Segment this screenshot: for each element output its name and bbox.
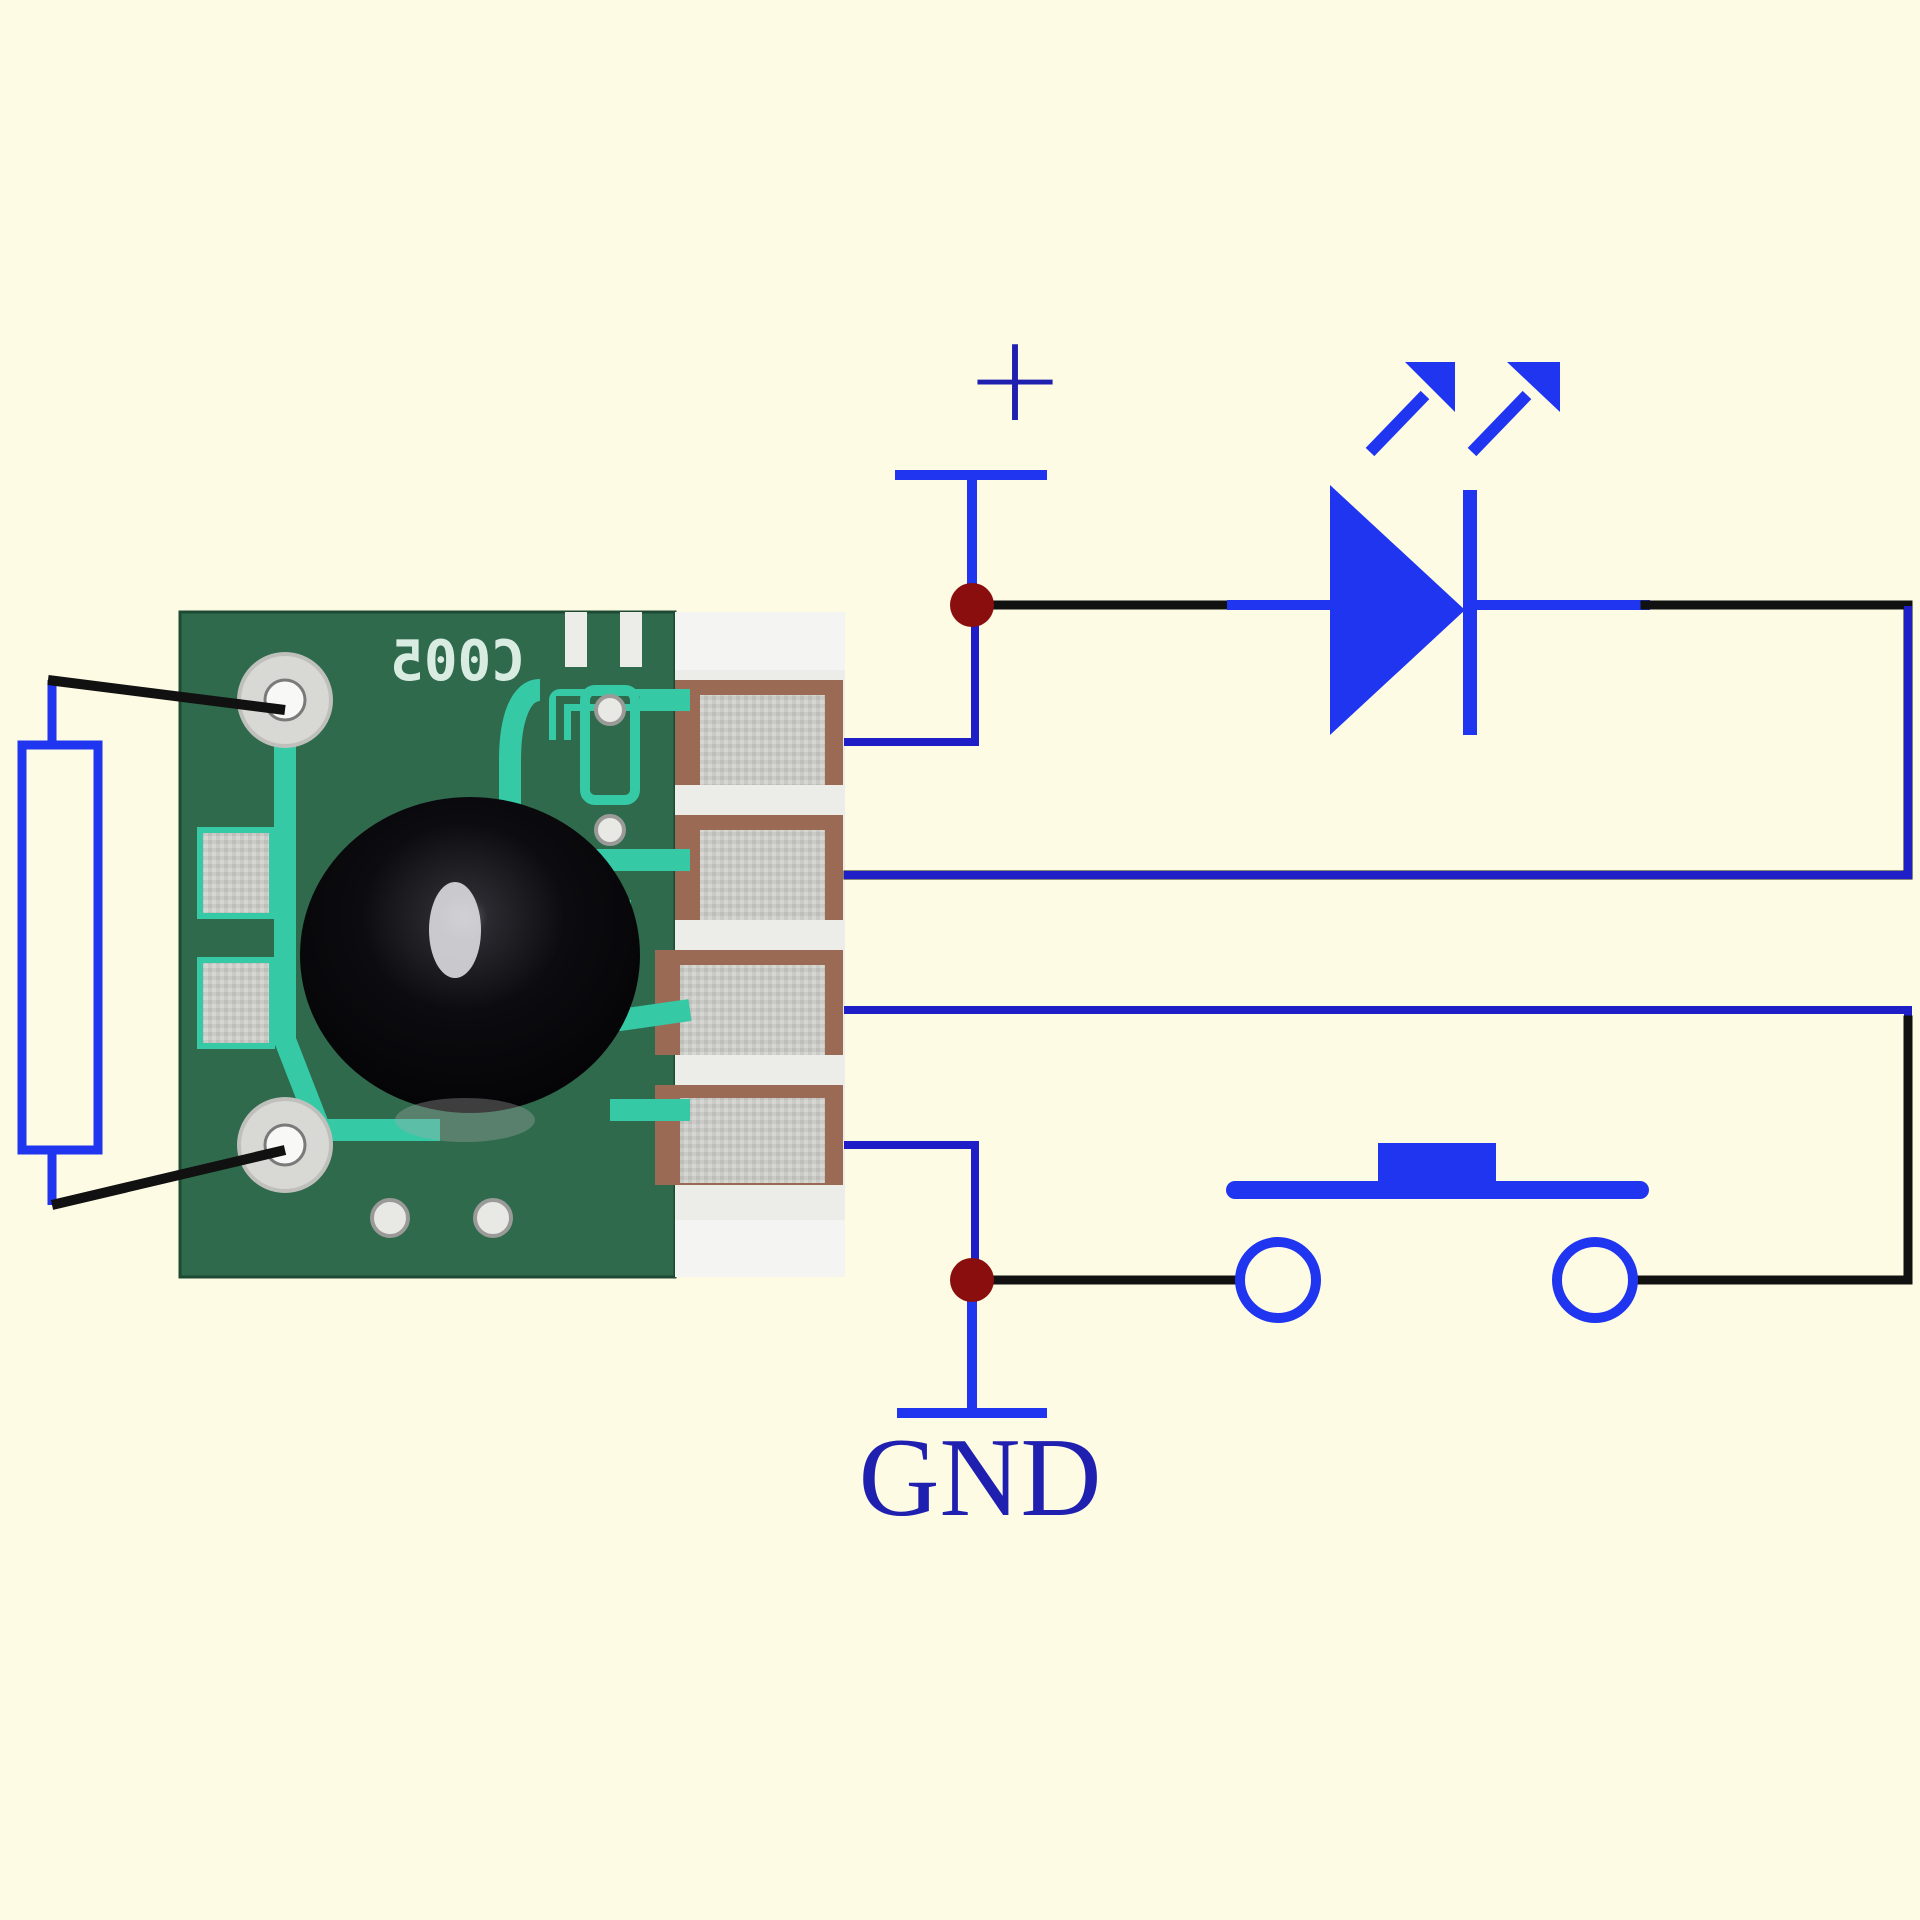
resistor-body <box>17 740 103 1155</box>
wire-vplus <box>844 601 979 746</box>
push-button-switch <box>1226 1143 1649 1323</box>
led <box>1330 362 1560 735</box>
switch-terminal-right <box>1552 1237 1638 1323</box>
timer-module-pcb: C005 <box>178 610 845 1279</box>
switch-terminal-left <box>1235 1237 1321 1323</box>
switch-actuator <box>1378 1143 1496 1181</box>
resistor <box>17 675 287 1210</box>
junction-gnd <box>950 1258 994 1302</box>
smd-pad-1 <box>197 827 275 919</box>
junction-vplus <box>950 583 994 627</box>
plus-label: + <box>965 310 1066 449</box>
smd-pad-2 <box>197 957 275 1049</box>
led-light-arrows <box>1365 362 1560 457</box>
wires <box>843 470 1913 1418</box>
resistor-lead-top <box>47 675 286 715</box>
led-anode-triangle <box>1330 485 1465 735</box>
wire-gnd <box>844 1141 979 1284</box>
gnd-label: GND <box>859 1416 1102 1540</box>
resistor-lead-bottom <box>50 1145 287 1210</box>
chip-marking: C005 <box>390 629 525 694</box>
through-holes <box>237 652 626 1238</box>
